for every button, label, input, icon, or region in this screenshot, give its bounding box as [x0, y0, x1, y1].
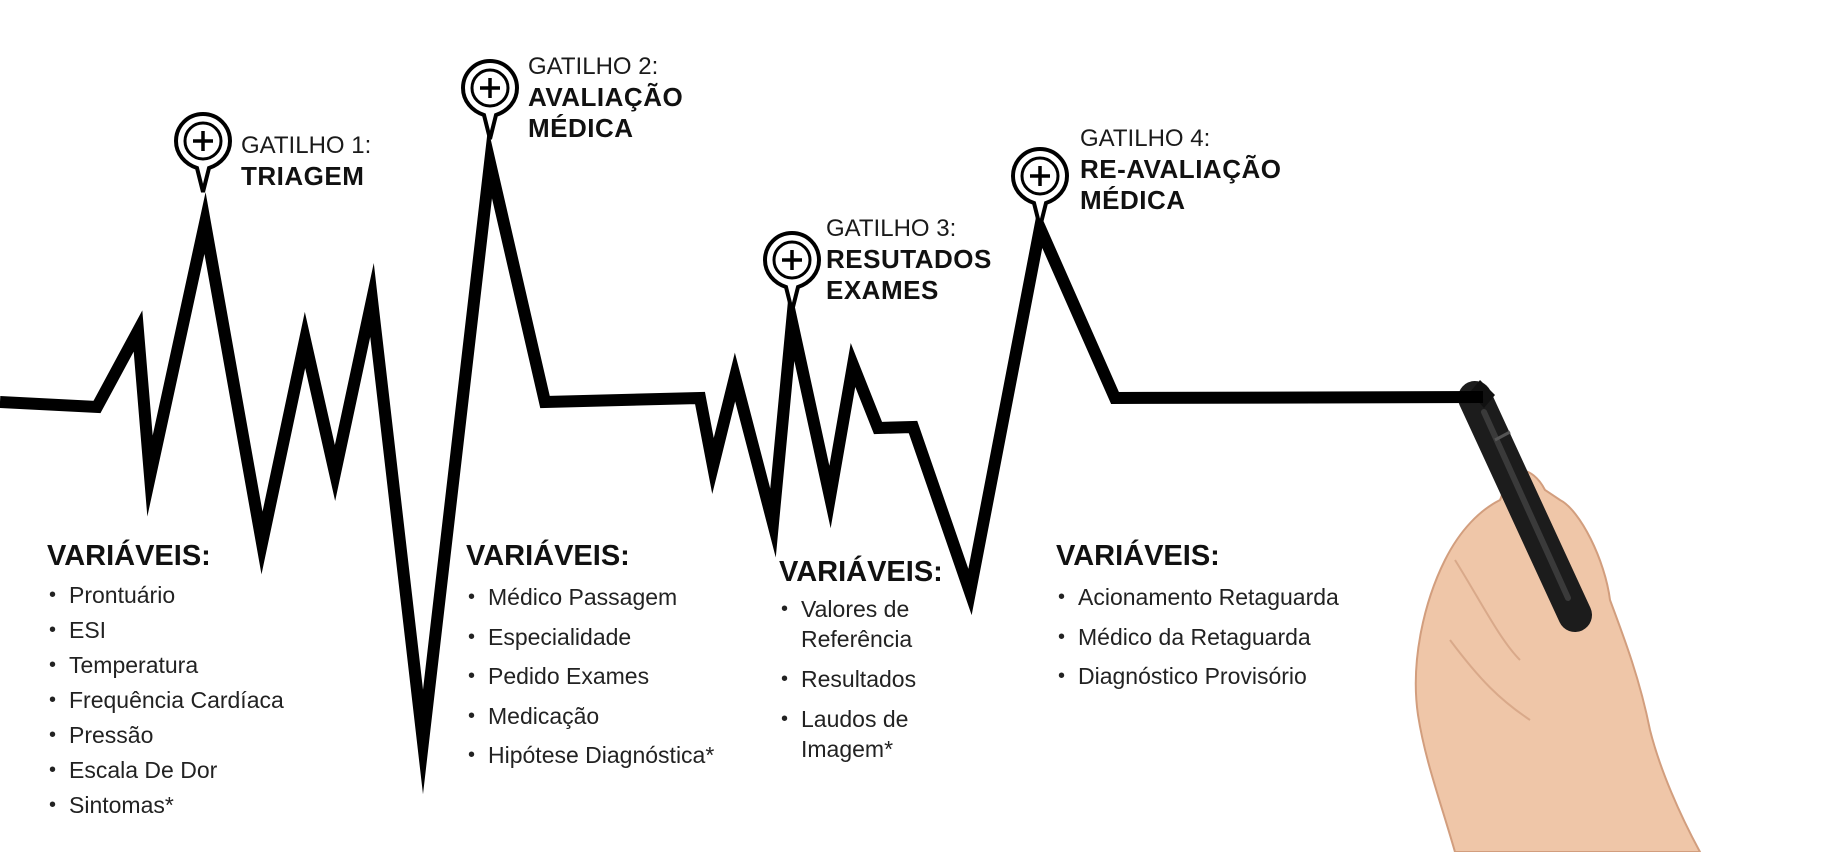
list-item: Acionamento Retaguarda: [1056, 578, 1339, 618]
trigger-label: GATILHO 3:: [826, 215, 957, 242]
trigger-title: RESUTADOS EXAMES: [826, 244, 992, 305]
variables-list: Prontuário ESI Temperatura Frequência Ca…: [47, 578, 284, 823]
hand-finger-crease: [1449, 559, 1531, 721]
variables-list: Valores de Referência Resultados Laudos …: [779, 594, 943, 764]
list-item: ESI: [47, 613, 284, 648]
list-item: Hipótese Diagnóstica*: [466, 736, 714, 776]
trigger-title: RE-AVALIAÇÃO MÉDICA: [1080, 154, 1282, 215]
map-pin-plus-icon: [762, 230, 822, 312]
list-item: Médico Passagem: [466, 578, 714, 618]
variables-heading: VARIÁVEIS:: [466, 540, 630, 572]
list-item: Temperatura: [47, 648, 284, 683]
variables-heading: VARIÁVEIS:: [1056, 540, 1220, 572]
list-item: Especialidade: [466, 618, 714, 658]
map-pin-plus-icon: [1010, 146, 1070, 228]
variables-list: Acionamento Retaguarda Médico da Retagua…: [1056, 578, 1339, 697]
map-pin-plus-icon: [173, 111, 233, 193]
list-item: Prontuário: [47, 578, 284, 613]
list-item: Frequência Cardíaca: [47, 683, 284, 718]
variables-block-4: VARIÁVEIS: Acionamento Retaguarda Médico…: [1056, 538, 1339, 697]
list-item: Pedido Exames: [466, 657, 714, 697]
list-item: Escala De Dor: [47, 753, 284, 788]
map-pin-plus-icon: [460, 58, 520, 140]
list-item: Resultados: [779, 664, 943, 694]
variables-list: Médico Passagem Especialidade Pedido Exa…: [466, 578, 714, 776]
trigger-label: GATILHO 4:: [1080, 125, 1211, 152]
variables-heading: VARIÁVEIS:: [47, 540, 211, 572]
list-item: Pressão: [47, 718, 284, 753]
trigger-label: GATILHO 2:: [528, 53, 659, 80]
trigger-label: GATILHO 1:: [241, 132, 372, 159]
variables-heading: VARIÁVEIS:: [779, 556, 943, 588]
list-item: Laudos de Imagem*: [779, 704, 943, 764]
trigger-title: TRIAGEM: [241, 161, 365, 191]
list-item: Valores de Referência: [779, 594, 943, 654]
variables-block-1: VARIÁVEIS: Prontuário ESI Temperatura Fr…: [47, 538, 284, 823]
trigger-title: AVALIAÇÃO MÉDICA: [528, 82, 684, 143]
hand-holding-marker-icon: [1414, 380, 1702, 852]
list-item: Médico da Retaguarda: [1056, 618, 1339, 658]
variables-block-2: VARIÁVEIS: Médico Passagem Especialidade…: [466, 538, 714, 776]
variables-block-3: VARIÁVEIS: Valores de Referência Resulta…: [779, 554, 943, 774]
list-item: Diagnóstico Provisório: [1056, 657, 1339, 697]
list-item: Medicação: [466, 697, 714, 737]
list-item: Sintomas*: [47, 788, 284, 823]
hand-shape: [1414, 468, 1702, 852]
heartbeat-line: [0, 127, 1484, 795]
